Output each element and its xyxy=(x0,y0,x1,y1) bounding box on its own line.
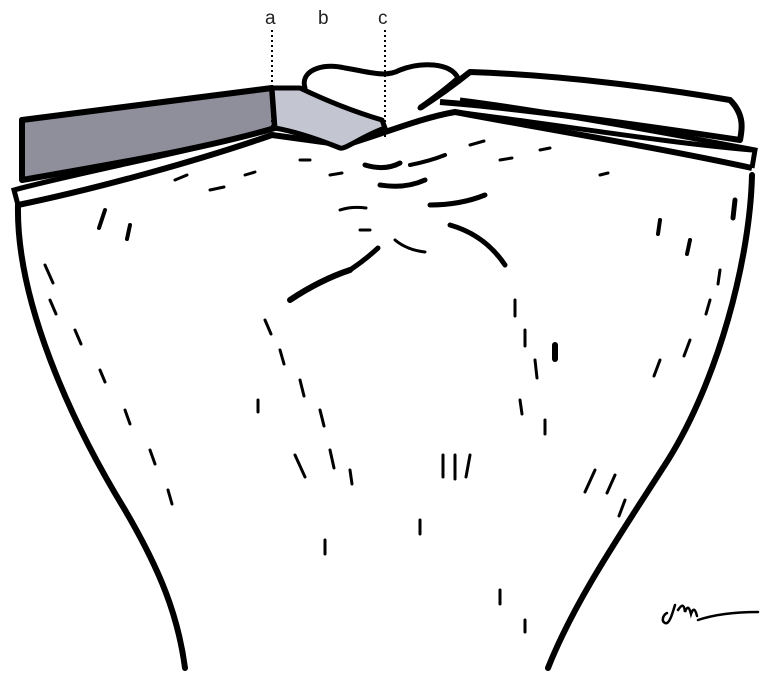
bone-outline-left xyxy=(18,205,185,668)
label-c: c xyxy=(378,8,388,29)
label-b: b xyxy=(318,8,329,29)
label-a: a xyxy=(265,8,276,29)
intact-cartilage xyxy=(22,88,275,180)
bone-outline-right xyxy=(548,175,752,668)
artist-signature xyxy=(663,605,758,623)
